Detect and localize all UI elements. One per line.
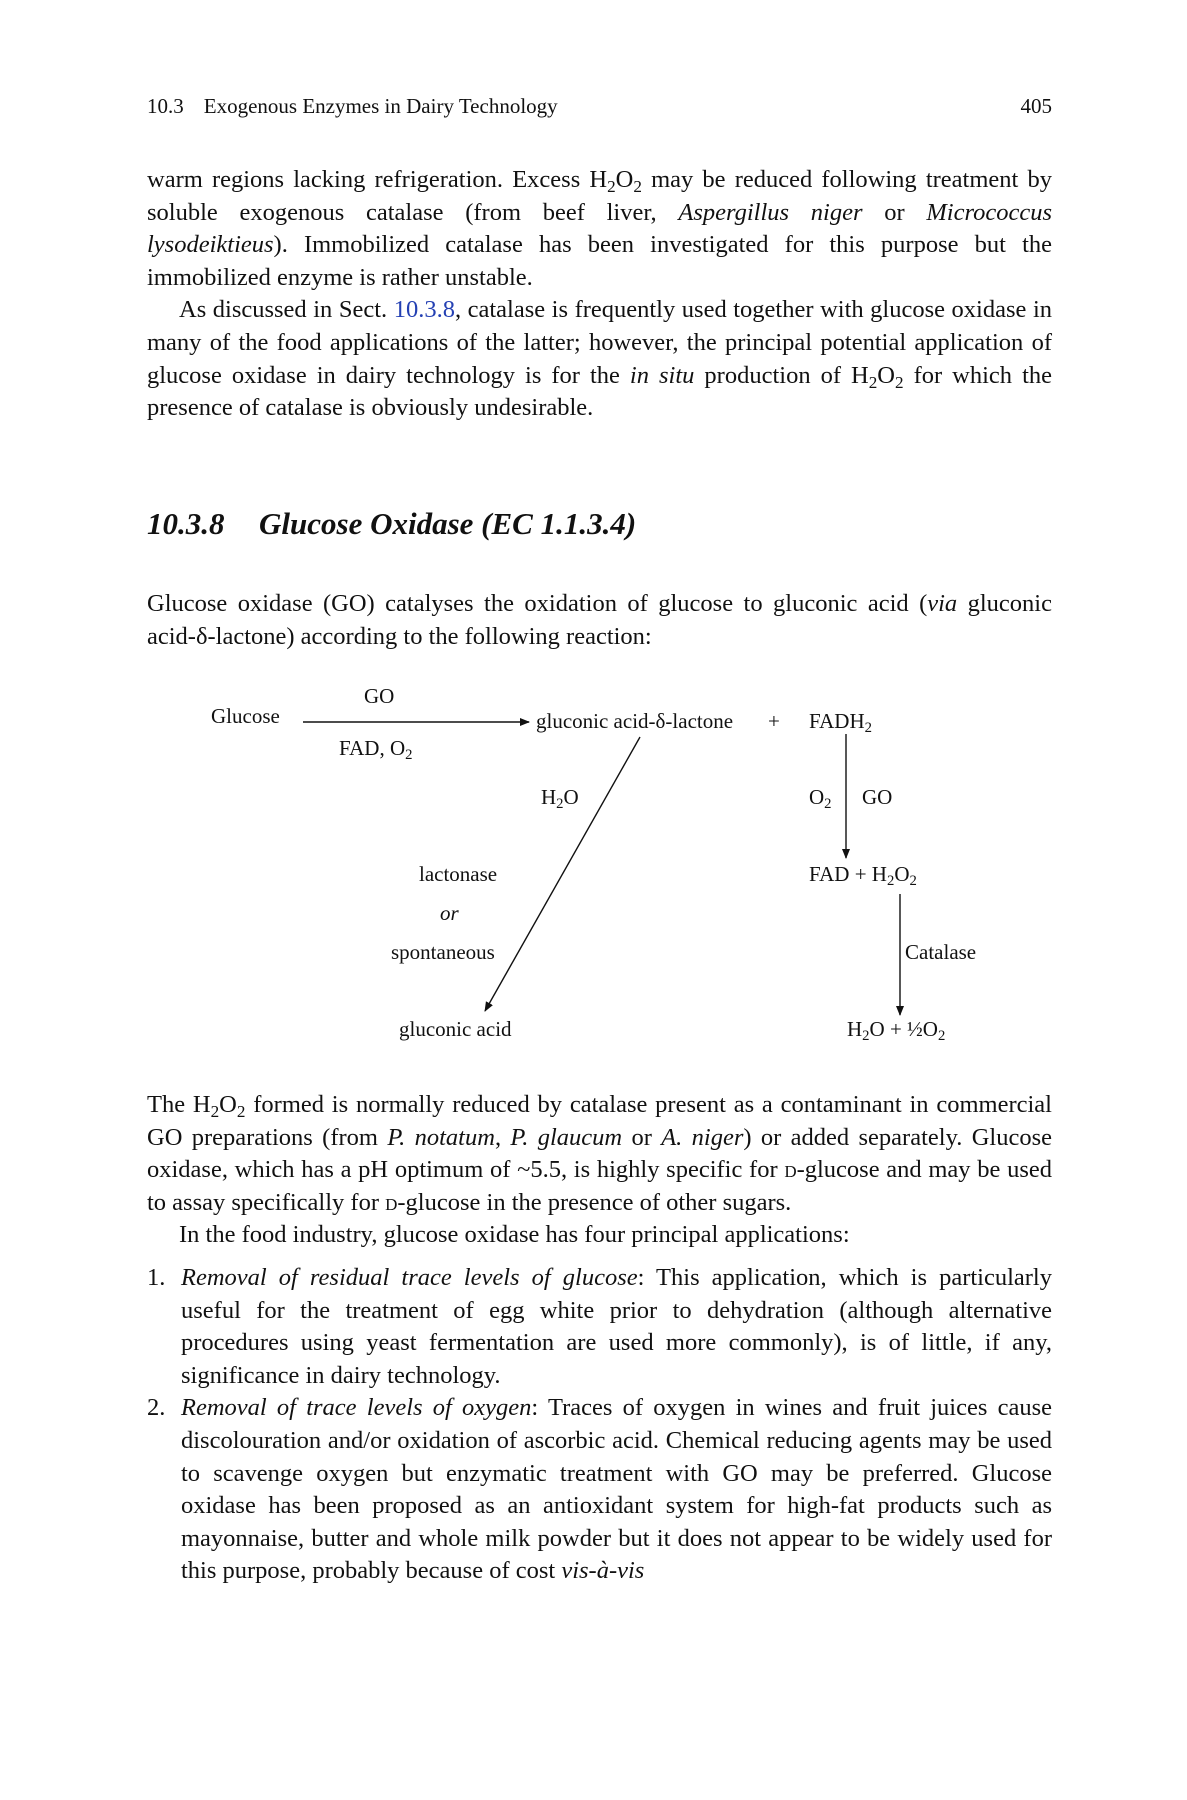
label-go-enzyme: GO xyxy=(364,684,395,708)
section-heading: 10.3.8 Glucose Oxidase (EC 1.1.3.4) xyxy=(147,506,636,542)
applications-list: 1.Removal of residual trace levels of gl… xyxy=(147,1262,1052,1588)
label-fad-o2: FAD, O2 xyxy=(339,736,413,764)
running-head-section: 10.3 xyxy=(147,94,184,118)
body-text-bottom: The H2O2 formed is normally reduced by c… xyxy=(147,1089,1052,1588)
label-glucose: Glucose xyxy=(211,704,280,728)
paragraph-catalase-excess: warm regions lacking refrigeration. Exce… xyxy=(147,166,1052,291)
label-lactone: gluconic acid-δ-lactone xyxy=(536,709,734,733)
label-oxygen: O2 xyxy=(809,785,832,813)
reaction-arrows xyxy=(303,718,904,1016)
page-number: 405 xyxy=(1020,94,1053,118)
paragraph-h2o2-reduction: The H2O2 formed is normally reduced by c… xyxy=(147,1091,1053,1216)
label-fad-h2o2: FAD + H2O2 xyxy=(809,862,917,890)
label-water-oxygen-products: H2O + ½O2 xyxy=(847,1017,946,1045)
intro-paragraph: Glucose oxidase (GO) catalyses the oxida… xyxy=(147,590,1052,650)
label-go-right: GO xyxy=(862,785,893,809)
reaction-diagram: Glucose GO FAD, O2 gluconic acid-δ-lacto… xyxy=(0,670,1187,1070)
list-item: 1.Removal of residual trace levels of gl… xyxy=(147,1263,1052,1389)
list-item: 2.Removal of trace levels of oxygen: Tra… xyxy=(147,1394,1052,1585)
label-fadh2: FADH2 xyxy=(809,709,872,737)
label-gluconic-acid: gluconic acid xyxy=(399,1017,512,1041)
section-title: Glucose Oxidase (EC 1.1.3.4) xyxy=(259,506,637,541)
paragraph-catalase-with-go: As discussed in Sect. 10.3.8, catalase i… xyxy=(147,296,1053,422)
running-head-title: Exogenous Enzymes in Dairy Technology xyxy=(203,94,558,118)
label-or: or xyxy=(440,901,459,925)
running-head: 10.3 Exogenous Enzymes in Dairy Technolog… xyxy=(147,94,1052,122)
label-lactonase: lactonase xyxy=(419,862,498,886)
section-link[interactable]: 10.3.8 xyxy=(393,296,455,324)
label-catalase: Catalase xyxy=(905,940,977,964)
label-spontaneous: spontaneous xyxy=(391,940,495,964)
label-plus: + xyxy=(768,709,780,733)
arrow-lactone-to-gluconic-acid xyxy=(484,736,641,1012)
paragraph-applications-intro: In the food industry, glucose oxidase ha… xyxy=(179,1221,850,1249)
body-text-top: warm regions lacking refrigeration. Exce… xyxy=(147,164,1052,425)
section-number: 10.3.8 xyxy=(147,506,225,541)
label-water-reactant: H2O xyxy=(541,785,579,813)
